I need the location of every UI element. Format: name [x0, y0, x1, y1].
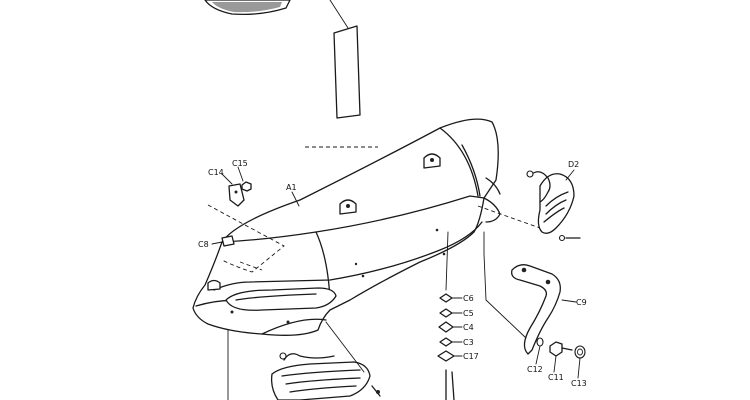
fog-light-slot: [225, 287, 337, 311]
label-a1: A1: [286, 183, 297, 192]
cap-c13: [574, 345, 586, 359]
label-c5: C5: [463, 309, 474, 318]
rubber-c8: [221, 235, 235, 247]
top-leader-line: [329, 0, 349, 29]
bumper-body: [192, 118, 501, 336]
leader-c14: [221, 173, 233, 185]
fog-lamp-screw: [371, 385, 381, 397]
label-c9: C9: [576, 298, 587, 307]
bracket-c9: [511, 264, 561, 355]
label-c14: C14: [208, 168, 224, 177]
leader-c11: [553, 355, 557, 373]
nut-c11: [549, 341, 573, 357]
label-c6: C6: [463, 294, 474, 303]
leader-c15: [237, 166, 244, 182]
label-c4: C4: [463, 323, 474, 332]
label-c12: C12: [527, 365, 543, 374]
leader-c8: [211, 241, 223, 245]
leader-c9-mount: [483, 231, 527, 339]
label-c8: C8: [198, 240, 209, 249]
label-c15: C15: [232, 159, 248, 168]
fog-lamp: [270, 352, 371, 400]
leader-d2: [565, 169, 575, 181]
stack-leaders: [451, 297, 463, 357]
label-c13: C13: [571, 379, 587, 388]
stack-axis: [445, 231, 449, 291]
side-marker-d2: [526, 170, 575, 234]
stack-bolt: [445, 369, 455, 400]
leader-a1: [291, 191, 300, 207]
label-c11: C11: [548, 373, 564, 382]
label-c3: C3: [463, 338, 474, 347]
leader-c12: [535, 345, 541, 365]
leader-fog-lamp: [325, 321, 365, 373]
leader-c13: [577, 357, 581, 379]
top-lens-part: [204, 0, 291, 16]
fastener-stack: [437, 293, 455, 362]
nut-c15: [241, 181, 252, 192]
clip-c14: [228, 183, 245, 207]
screw-d2: [558, 234, 581, 242]
label-d2: D2: [568, 160, 579, 169]
gasket-strip: [333, 25, 361, 119]
construction-dash-d2: [477, 205, 541, 229]
construction-dash-left: [207, 204, 285, 273]
washer-c12: [536, 337, 544, 347]
leader-c9: [561, 299, 577, 303]
label-c17: C17: [463, 352, 479, 361]
construction-dash-small: [239, 261, 263, 271]
